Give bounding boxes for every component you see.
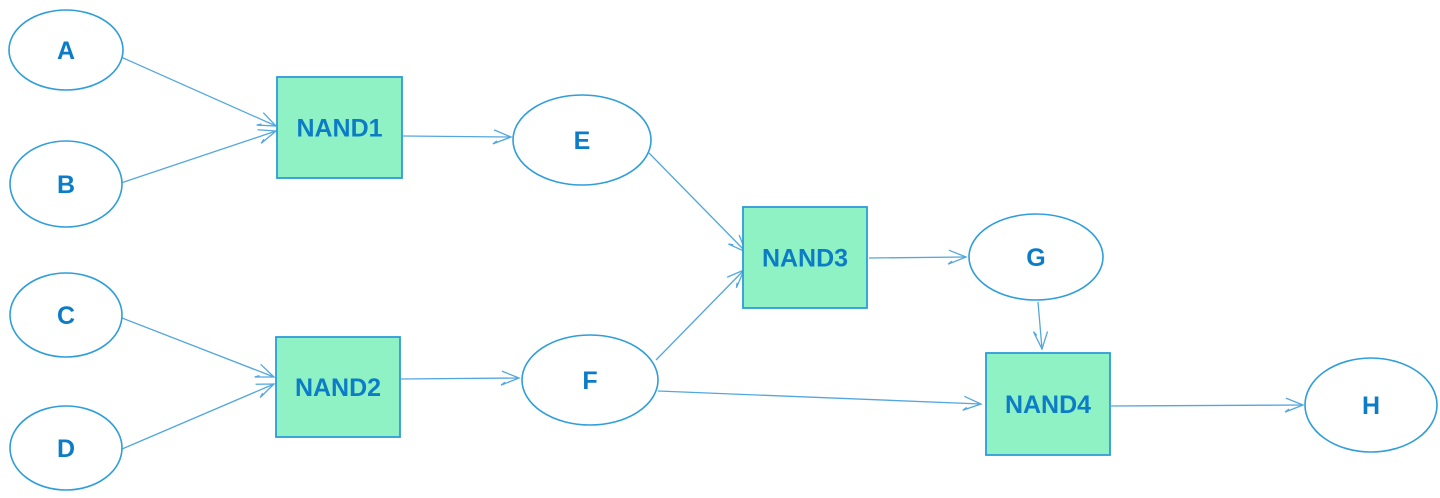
node-A-label: A xyxy=(57,37,75,65)
node-NAND4-box xyxy=(985,352,1111,456)
edge-F-to-NAND4 xyxy=(657,390,983,411)
node-C-label: C xyxy=(57,302,75,330)
node-H-label: H xyxy=(1362,392,1380,420)
edge-NAND3-to-G xyxy=(868,249,968,265)
node-H-ellipse xyxy=(1304,357,1438,453)
node-A: A xyxy=(8,9,124,91)
edge-F-to-NAND3 xyxy=(655,268,746,361)
node-D: D xyxy=(9,405,123,491)
node-B-label: B xyxy=(57,171,75,199)
node-E: E xyxy=(512,94,652,186)
node-NAND1-label: NAND1 xyxy=(296,114,382,142)
edge-E-to-NAND3 xyxy=(648,152,748,254)
node-A-ellipse xyxy=(8,9,124,91)
node-NAND4: NAND4 xyxy=(985,352,1111,456)
node-F-ellipse xyxy=(521,334,659,426)
node-F-label: F xyxy=(582,367,597,395)
node-B: B xyxy=(9,140,123,228)
node-NAND4-label: NAND4 xyxy=(1005,391,1091,419)
node-G-ellipse xyxy=(968,213,1104,301)
node-NAND3-box xyxy=(742,206,868,309)
node-B-ellipse xyxy=(9,140,123,228)
edge-B-to-NAND1 xyxy=(117,129,278,185)
node-NAND1: NAND1 xyxy=(276,76,403,179)
edge-D-to-NAND2 xyxy=(121,383,276,450)
node-F: F xyxy=(521,334,659,426)
node-NAND2-label: NAND2 xyxy=(295,374,381,402)
node-NAND2: NAND2 xyxy=(275,336,401,438)
node-G-label: G xyxy=(1026,244,1045,272)
node-G: G xyxy=(968,213,1104,301)
edge-C-to-NAND2 xyxy=(121,317,276,378)
node-E-label: E xyxy=(574,127,591,155)
node-NAND2-box xyxy=(275,336,401,438)
edges-layer xyxy=(117,56,1305,450)
node-NAND3-label: NAND3 xyxy=(762,244,848,272)
node-NAND3: NAND3 xyxy=(742,206,868,309)
node-E-ellipse xyxy=(512,94,652,186)
node-D-label: D xyxy=(57,435,75,463)
edge-G-to-NAND4 xyxy=(1032,301,1049,351)
edge-A-to-NAND1 xyxy=(120,56,278,127)
edge-NAND4-to-H xyxy=(1110,397,1305,413)
node-C-ellipse xyxy=(9,272,123,358)
node-C: C xyxy=(9,272,123,358)
edge-NAND1-to-E xyxy=(402,129,513,145)
node-D-ellipse xyxy=(9,405,123,491)
node-H: H xyxy=(1304,357,1438,453)
node-NAND1-box xyxy=(276,76,403,179)
edge-NAND2-to-F xyxy=(400,370,521,386)
